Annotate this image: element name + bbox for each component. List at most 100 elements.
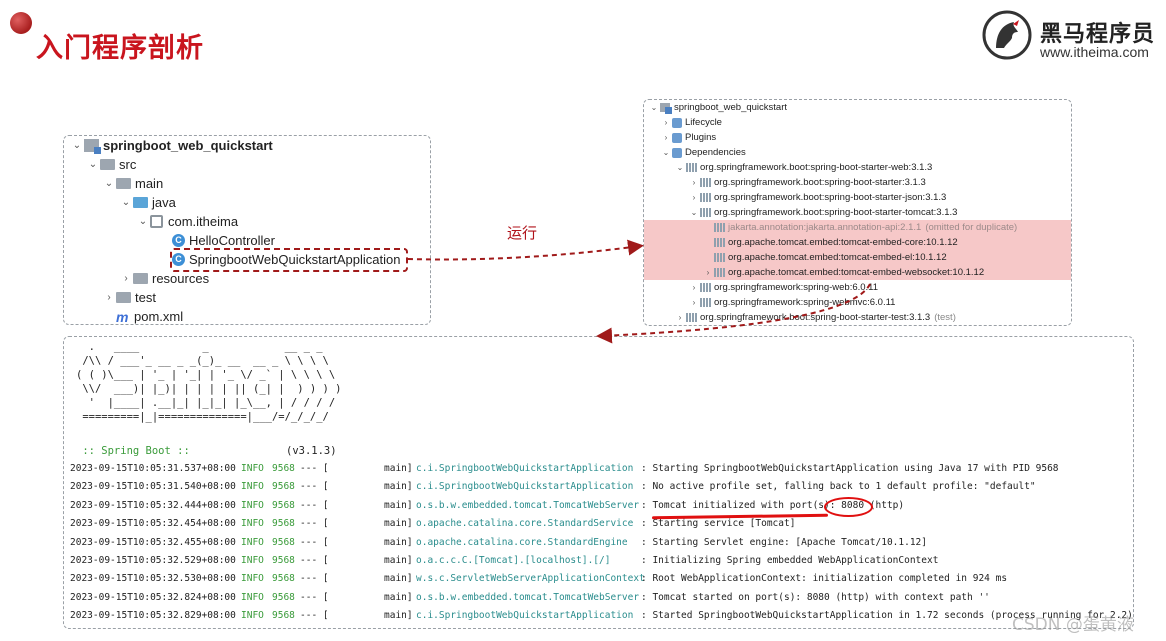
log-level: INFO [241, 573, 264, 585]
dep-item-plugins[interactable]: › Plugins [644, 130, 1071, 145]
spring-boot-version: (v3.1.3) [286, 445, 337, 457]
chevron-down-icon[interactable]: ⌄ [72, 140, 82, 151]
ascii-banner-line: . ____ _ __ _ _ [76, 341, 323, 353]
dep-label: org.springframework.boot:spring-boot-sta… [714, 207, 958, 218]
log-time: 2023-09-15T10:05:32.530+08:00 [70, 573, 236, 585]
dep-item-spring-webmvc[interactable]: › org.springframework:spring-webmvc:6.0.… [644, 295, 1071, 310]
library-icon [700, 178, 711, 187]
log-sep: --- [ [300, 536, 329, 548]
chevron-right-icon[interactable]: › [692, 178, 696, 187]
library-icon [714, 223, 725, 232]
maven-dependency-panel: ⌄ springboot_web_quickstart › Lifecycle … [643, 99, 1072, 326]
tree-item-label: test [135, 290, 156, 305]
dep-item-dependencies[interactable]: ⌄ Dependencies [644, 145, 1071, 160]
tree-item-label: com.itheima [168, 214, 239, 229]
dep-item-tomcat-core[interactable]: org.apache.tomcat.embed:tomcat-embed-cor… [644, 235, 1071, 250]
spring-boot-label: :: Spring Boot :: [76, 445, 190, 457]
dep-item-lifecycle[interactable]: › Lifecycle [644, 115, 1071, 130]
log-time: 2023-09-15T10:05:31.540+08:00 [70, 481, 236, 493]
chevron-right-icon[interactable]: › [692, 283, 696, 292]
chevron-right-icon[interactable]: › [692, 193, 696, 202]
annotation-circle [824, 497, 873, 517]
ascii-banner-line: =========|_|==============|___/=/_/_/_/ [76, 411, 329, 423]
chevron-right-icon[interactable]: › [664, 133, 668, 142]
dep-label: Lifecycle [685, 117, 722, 128]
chevron-right-icon[interactable]: › [692, 298, 696, 307]
dep-item-spring-web[interactable]: › org.springframework:spring-web:6.0.11 [644, 280, 1071, 295]
ascii-banner-line: /\\ / ___'_ __ _ _(_)_ __ __ _ \ \ \ \ [76, 355, 329, 367]
maven-icon: m [116, 308, 129, 325]
chevron-right-icon[interactable]: › [678, 313, 682, 322]
chevron-down-icon[interactable]: ⌄ [121, 197, 131, 208]
tree-item-pom[interactable]: m pom.xml [102, 307, 183, 326]
log-sep: --- [ [300, 499, 329, 511]
chevron-down-icon[interactable]: ⌄ [676, 163, 684, 172]
library-icon [714, 238, 725, 247]
log-message: : Started SpringbootWebQuickstartApplica… [641, 610, 1133, 622]
log-message: : Tomcat started on port(s): 8080 (http)… [641, 591, 990, 603]
tree-item-src[interactable]: ⌄ src [86, 155, 137, 174]
chevron-right-icon[interactable]: › [124, 273, 128, 284]
source-folder-icon [133, 197, 148, 208]
dep-note: (omitted for duplicate) [925, 222, 1018, 233]
log-time: 2023-09-15T10:05:32.529+08:00 [70, 555, 236, 566]
module-icon [84, 139, 101, 154]
tree-item-package[interactable]: ⌄ com.itheima [136, 212, 238, 231]
log-thread: main] [384, 555, 413, 566]
dep-item-starter[interactable]: › org.springframework.boot:spring-boot-s… [644, 175, 1071, 190]
chevron-down-icon[interactable]: ⌄ [690, 208, 698, 217]
dep-item-jakarta-annotation[interactable]: jakarta.annotation:jakarta.annotation-ap… [644, 220, 1071, 235]
dep-item-tomcat-websocket[interactable]: › org.apache.tomcat.embed:tomcat-embed-w… [644, 265, 1071, 280]
dep-label: org.apache.tomcat.embed:tomcat-embed-cor… [728, 237, 958, 248]
tree-item-main[interactable]: ⌄ main [102, 174, 163, 193]
dep-item-starter-json[interactable]: › org.springframework.boot:spring-boot-s… [644, 190, 1071, 205]
tree-item-hello-controller[interactable]: C HelloController [172, 231, 275, 250]
tree-item-resources[interactable]: › resources [119, 269, 209, 288]
dependencies-icon [672, 147, 682, 158]
log-sep: --- [ [300, 463, 329, 474]
ascii-banner-line: ( ( )\___ | '_ | '_| | '_ \/ _` | \ \ \ … [76, 369, 336, 381]
chevron-down-icon[interactable]: ⌄ [88, 159, 98, 170]
log-thread: main] [384, 573, 413, 585]
log-time: 2023-09-15T10:05:32.454+08:00 [70, 518, 236, 530]
chevron-right-icon[interactable]: › [664, 118, 668, 127]
brand-logo: 黑马程序员 www.itheima.com [982, 10, 1160, 64]
tree-item-test[interactable]: › test [102, 288, 156, 307]
dep-item-root[interactable]: ⌄ springboot_web_quickstart [644, 100, 1071, 115]
log-time: 2023-09-15T10:05:32.824+08:00 [70, 591, 236, 603]
library-icon [686, 313, 697, 322]
dep-item-starter-web[interactable]: ⌄ org.springframework.boot:spring-boot-s… [644, 160, 1071, 175]
log-message: : Starting SpringbootWebQuickstartApplic… [641, 463, 1059, 474]
dep-label: Dependencies [685, 147, 746, 158]
folder-icon [116, 292, 131, 303]
chevron-down-icon[interactable]: ⌄ [650, 103, 658, 112]
chevron-right-icon[interactable]: › [107, 292, 111, 303]
log-level: INFO [241, 610, 264, 622]
log-thread: main] [384, 610, 413, 622]
chevron-down-icon[interactable]: ⌄ [662, 148, 670, 157]
log-logger: c.i.SpringbootWebQuickstartApplication [416, 463, 634, 474]
highlight-box [170, 248, 408, 272]
dep-item-starter-tomcat[interactable]: ⌄ org.springframework.boot:spring-boot-s… [644, 205, 1071, 220]
tree-item-label: main [135, 176, 164, 191]
tree-item-project[interactable]: ⌄ springboot_web_quickstart [70, 136, 273, 155]
log-pid: 9568 [272, 536, 295, 548]
log-sep: --- [ [300, 591, 329, 603]
chevron-down-icon[interactable]: ⌄ [138, 216, 148, 227]
chevron-down-icon[interactable]: ⌄ [104, 178, 114, 189]
dep-label: org.springframework.boot:spring-boot-sta… [700, 312, 931, 323]
dep-item-starter-test[interactable]: › org.springframework.boot:spring-boot-s… [644, 310, 1071, 325]
log-pid: 9568 [272, 591, 295, 603]
dep-item-tomcat-el[interactable]: org.apache.tomcat.embed:tomcat-embed-el:… [644, 250, 1071, 265]
chevron-right-icon[interactable]: › [706, 268, 710, 277]
tree-item-application-class[interactable]: C SpringbootWebQuickstartApplication [172, 250, 401, 269]
dep-label: Plugins [685, 132, 717, 143]
tree-item-java[interactable]: ⌄ java [119, 193, 176, 212]
tree-item-label: src [119, 157, 137, 172]
log-level: INFO [241, 591, 264, 603]
tree-item-label: pom.xml [134, 309, 184, 324]
title-bullet [10, 12, 32, 34]
